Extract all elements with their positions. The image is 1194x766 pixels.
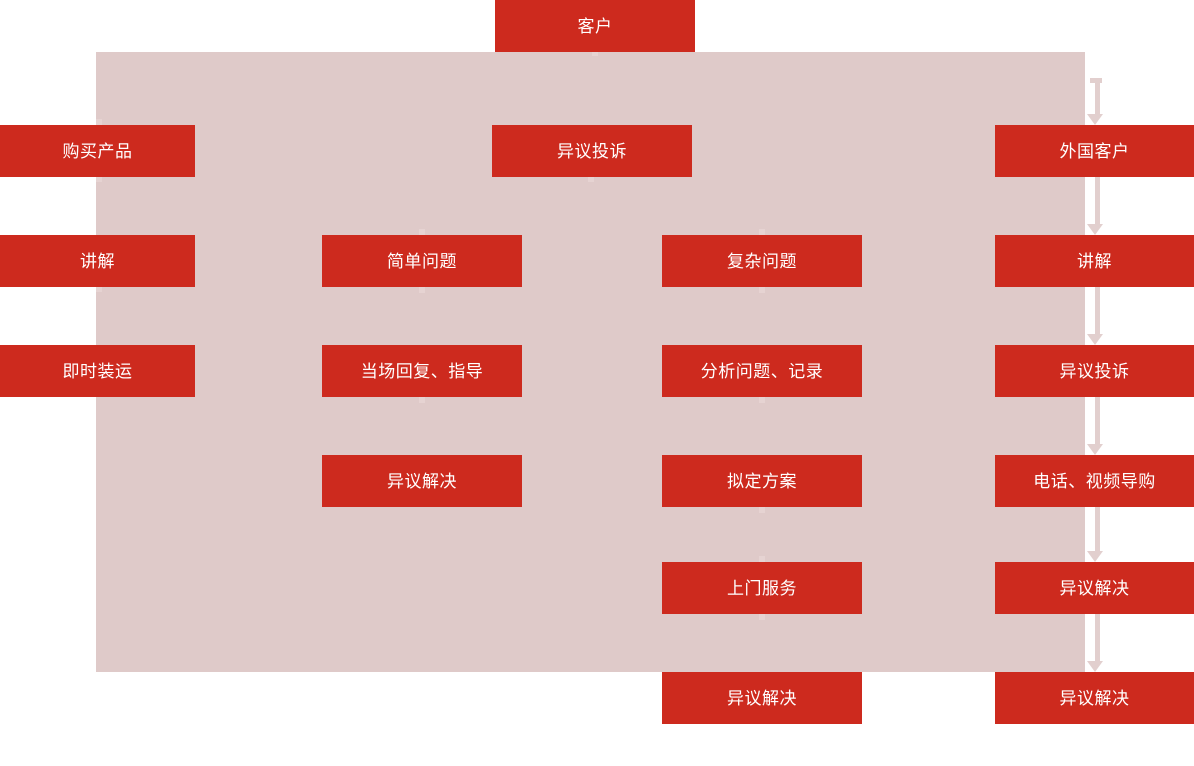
connector-stub xyxy=(96,119,102,125)
arrow-line xyxy=(1095,397,1100,444)
connector-stub xyxy=(96,177,102,182)
arrow-head-icon xyxy=(1087,114,1103,125)
connector-stub xyxy=(588,177,594,182)
flow-node-objection-resolved-col4a[interactable]: 异议解决 xyxy=(995,562,1194,614)
flow-node-foreign-customer[interactable]: 外国客户 xyxy=(995,125,1194,177)
arrow-head-icon xyxy=(1087,661,1103,672)
connector-stub xyxy=(759,556,765,562)
connector-stub xyxy=(759,507,765,513)
arrow-line xyxy=(1095,287,1100,334)
arrow-line xyxy=(1095,507,1100,551)
flow-node-onsite-reply-guide[interactable]: 当场回复、指导 xyxy=(322,345,522,397)
connector-stub xyxy=(419,397,425,403)
flow-node-analyze-record[interactable]: 分析问题、记录 xyxy=(662,345,862,397)
flow-node-objection-complaint[interactable]: 异议投诉 xyxy=(492,125,692,177)
flow-node-objection-complaint-2[interactable]: 异议投诉 xyxy=(995,345,1194,397)
connector-stub xyxy=(419,287,425,293)
arrow-head-icon xyxy=(1087,224,1103,235)
arrow-head-icon xyxy=(1087,444,1103,455)
flow-node-simple-problem[interactable]: 简单问题 xyxy=(322,235,522,287)
arrow-line xyxy=(1095,78,1100,114)
arrow-line xyxy=(1095,614,1100,661)
flow-node-explain-2[interactable]: 讲解 xyxy=(995,235,1194,287)
connector-stub xyxy=(759,614,765,620)
arrow-head-icon xyxy=(1087,551,1103,562)
flow-node-customer[interactable]: 客户 xyxy=(495,0,695,52)
flow-node-objection-resolved-col3[interactable]: 异议解决 xyxy=(662,672,862,724)
connector-stub xyxy=(592,52,598,56)
flow-node-buy-product[interactable]: 购买产品 xyxy=(0,125,195,177)
flow-node-phone-video-guide[interactable]: 电话、视频导购 xyxy=(995,455,1194,507)
flow-node-explain-1[interactable]: 讲解 xyxy=(0,235,195,287)
arrow-line xyxy=(1095,177,1100,224)
flow-node-objection-resolved-col4b[interactable]: 异议解决 xyxy=(995,672,1194,724)
flow-node-onsite-service[interactable]: 上门服务 xyxy=(662,562,862,614)
connector-stub xyxy=(759,229,765,235)
arrow-head-icon xyxy=(1087,334,1103,345)
connector-stub xyxy=(419,229,425,235)
connector-stub xyxy=(96,287,102,292)
flow-node-instant-shipping[interactable]: 即时装运 xyxy=(0,345,195,397)
connector-stub xyxy=(759,397,765,403)
flow-node-objection-resolved-col2[interactable]: 异议解决 xyxy=(322,455,522,507)
connector-stub xyxy=(759,287,765,293)
flow-node-draft-plan[interactable]: 拟定方案 xyxy=(662,455,862,507)
flow-node-complex-problem[interactable]: 复杂问题 xyxy=(662,235,862,287)
